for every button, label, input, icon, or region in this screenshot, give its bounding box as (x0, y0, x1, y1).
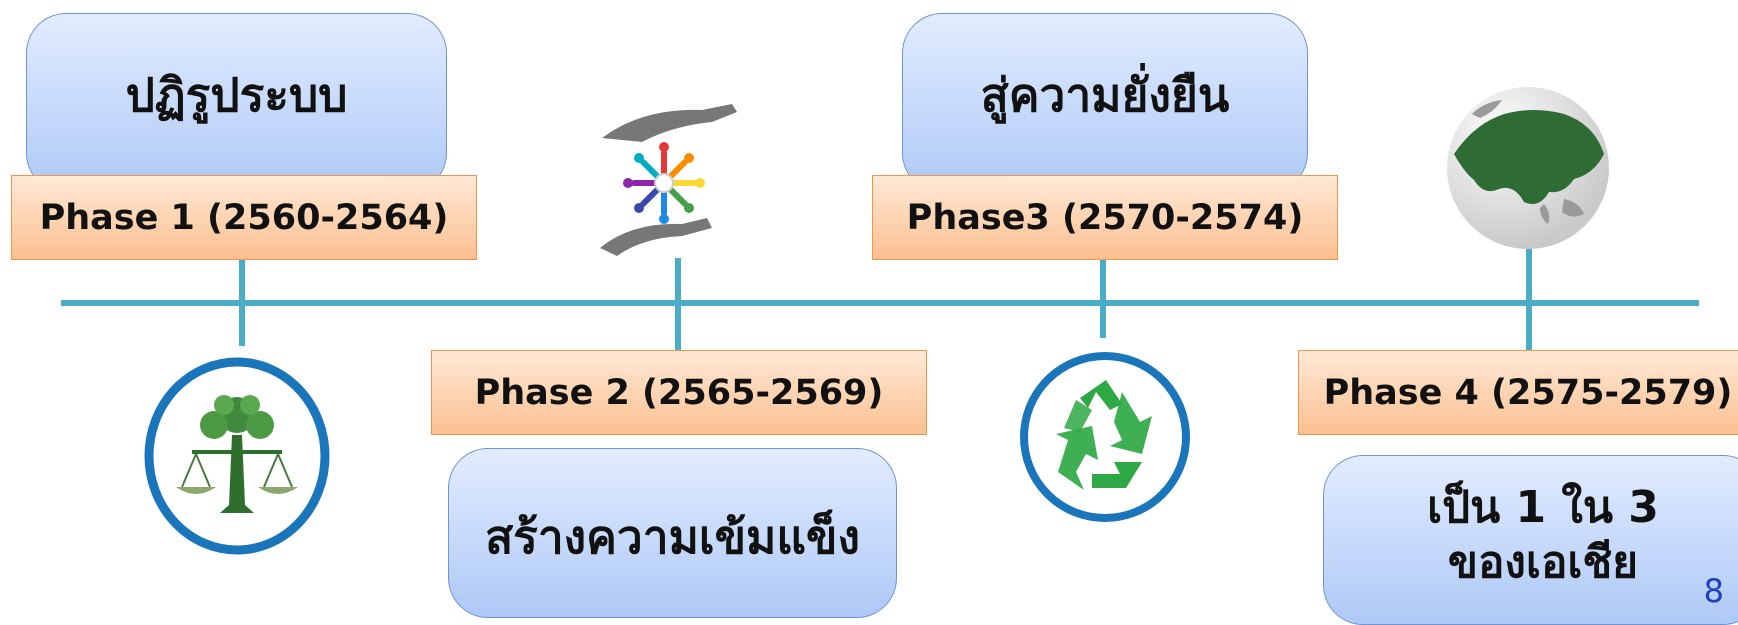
phase-box-4: Phase 4 (2575-2579) (1298, 350, 1738, 435)
phase-box-3: Phase3 (2570-2574) (872, 175, 1338, 260)
asia-globe-icon (1447, 87, 1609, 249)
justice-tree-icon (144, 357, 330, 555)
connector-phase-3 (1100, 258, 1106, 338)
recycle-icon (1020, 352, 1190, 522)
goal-text-phase-3: สู่ความยั่งยืน (980, 67, 1230, 122)
goal-text-phase-4-line-1: เป็น 1 ใน 3 (1427, 482, 1659, 533)
connector-phase-1 (239, 258, 245, 346)
goal-box-phase-4: เป็น 1 ใน 3 ของเอเชีย (1323, 455, 1738, 625)
phase-label-1: Phase 1 (2560-2564) (39, 197, 449, 238)
goal-text-phase-4-line-2: ของเอเชีย (1447, 537, 1639, 588)
goal-box-phase-2: สร้างความเข้มแข็ง (448, 448, 897, 618)
phase-label-3: Phase3 (2570-2574) (906, 197, 1304, 238)
unity-hands-icon (600, 104, 737, 256)
connector-phase-4 (1526, 248, 1532, 350)
phase-box-1: Phase 1 (2560-2564) (11, 175, 477, 260)
goal-text-phase-1: ปฏิรูประบบ (125, 67, 348, 122)
phase-label-2: Phase 2 (2565-2569) (474, 372, 884, 413)
timeline-axis (61, 300, 1699, 306)
goal-box-phase-3: สู่ความยั่งยืน (902, 13, 1308, 193)
page-number: 8 (1703, 572, 1724, 610)
goal-text-phase-2: สร้างความเข้มแข็ง (485, 510, 860, 565)
phase-box-2: Phase 2 (2565-2569) (431, 350, 927, 435)
goal-box-phase-1: ปฏิรูประบบ (26, 13, 447, 193)
connector-phase-2 (675, 258, 681, 350)
phase-label-4: Phase 4 (2575-2579) (1323, 372, 1733, 413)
